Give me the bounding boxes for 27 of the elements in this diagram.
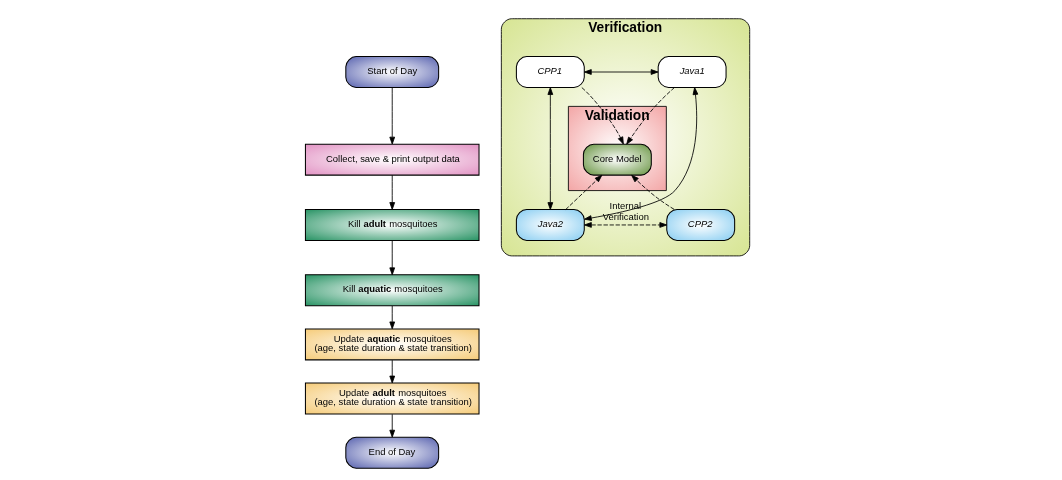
arrow bbox=[547, 87, 554, 210]
arrow bbox=[389, 87, 396, 145]
arrow bbox=[626, 87, 675, 145]
node-box: Kill adult mosquitoes bbox=[304, 209, 480, 241]
arrow bbox=[584, 222, 668, 228]
node-box: CPP2 bbox=[666, 209, 736, 241]
node-box: Start of Day bbox=[345, 56, 440, 88]
node-box: Update adult mosquitoes (age, state duration & state transition) bbox=[304, 382, 480, 415]
node-box: Java1 bbox=[657, 56, 727, 88]
arrow bbox=[565, 174, 603, 210]
node-box: Core Model bbox=[582, 143, 652, 176]
arrow bbox=[389, 359, 396, 384]
node-box: Kill aquatic mosquitoes bbox=[304, 274, 480, 307]
node-box: Java2 bbox=[515, 209, 585, 241]
arrow bbox=[631, 174, 675, 210]
node-box: End of Day bbox=[345, 436, 440, 469]
edge-label: Internal Verification bbox=[602, 200, 649, 222]
arrow bbox=[389, 240, 396, 276]
node-box: CPP1 bbox=[515, 56, 585, 88]
arrow bbox=[389, 174, 396, 210]
node-box: Update aquatic mosquitoes (age, state duration & state transition) bbox=[304, 328, 480, 361]
arrow bbox=[389, 305, 396, 330]
arrow bbox=[584, 87, 699, 221]
arrow bbox=[389, 413, 396, 438]
arrow bbox=[581, 87, 624, 145]
arrow bbox=[583, 69, 659, 75]
node-box: Collect, save & print output data bbox=[304, 143, 480, 176]
